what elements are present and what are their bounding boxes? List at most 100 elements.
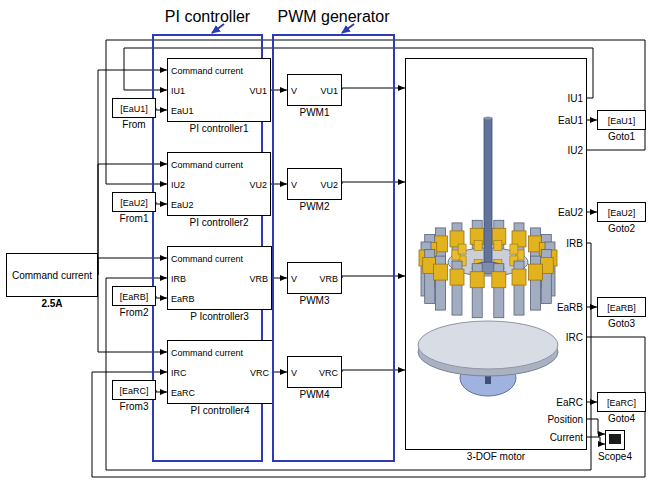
stator-coil: [512, 269, 526, 285]
port-label: VU1: [249, 85, 267, 97]
port-label: IU1: [567, 93, 583, 105]
port-label: Command current: [171, 65, 243, 77]
stator-coil: [470, 272, 484, 288]
stator-coil: [434, 264, 448, 280]
signal-wire: [98, 164, 167, 275]
block-label: PWM1: [300, 107, 330, 119]
port-label: Command current: [7, 270, 97, 282]
pi-controller-block: Command currentIRBEaRBVRBP Icontroller3: [167, 246, 272, 310]
port-label: IRB: [566, 238, 583, 250]
port-label: Position: [547, 414, 583, 426]
pi-controller-block: Command currentIRCEaRCVRCPI controller4: [167, 340, 273, 404]
pointer-arrow: [342, 24, 354, 33]
port-label: [EaRC]: [113, 385, 155, 397]
port-label: VRB: [319, 273, 338, 285]
tag-block: [EaRB]From2: [112, 286, 156, 306]
block-label: From3: [120, 401, 149, 413]
signal-wire: [587, 419, 605, 434]
port-label: [EaRB]: [113, 291, 155, 303]
port-label: IRC: [171, 367, 187, 379]
base-plate: [418, 321, 558, 369]
block-label: From2: [120, 307, 149, 319]
port-label: EaRB: [171, 293, 195, 305]
port-label: EaRC: [171, 387, 195, 399]
port-label: VRC: [319, 367, 338, 379]
constant-block: Command current2.5A: [6, 253, 98, 297]
block-label: Goto3: [608, 318, 635, 330]
stator-coil: [529, 264, 543, 280]
port-label: Current: [550, 432, 583, 444]
port-label: EaRB: [557, 302, 583, 314]
tag-block: [EaRC]Goto4: [597, 392, 646, 412]
port-label: [EaU2]: [598, 207, 645, 219]
port-label: [EaU1]: [598, 115, 645, 127]
signal-wire: [342, 88, 405, 90]
pi-controller-block: Command currentIU1EaU1VU1PI controller1: [167, 58, 271, 122]
tag-block: [EaU1]From: [112, 98, 156, 118]
pwm-block: VVU1PWM1: [287, 74, 342, 106]
signal-wire: [342, 182, 405, 184]
group-frame: PWM generatorVVU1PWM1VVU2PWM2VVRBPWM3VVR…: [272, 34, 395, 462]
signal-wire: [156, 296, 167, 298]
pwm-block: VVU2PWM2: [287, 168, 342, 200]
block-label: 3-DOF motor: [467, 451, 525, 463]
port-label: IRB: [171, 273, 186, 285]
block-label: PWM3: [300, 295, 330, 307]
block-label: PWM4: [300, 389, 330, 401]
block-label: PWM2: [300, 201, 330, 213]
port-label: V: [291, 367, 297, 379]
scope-screen: [609, 434, 621, 444]
signal-wire: [106, 243, 591, 470]
rotor-coil: [494, 241, 502, 251]
port-label: Command current: [171, 159, 243, 171]
signal-wire: [587, 307, 597, 308]
signal-wire: [98, 258, 167, 275]
block-label: Goto4: [608, 413, 635, 425]
scope-block: Scope4: [605, 430, 625, 450]
rotor-coil: [510, 244, 518, 254]
port-label: EaU2: [171, 199, 194, 211]
tag-block: [EaU2]From1: [112, 192, 156, 212]
port-label: V: [291, 85, 297, 97]
port-label: VU1: [320, 85, 338, 97]
port-label: EaRC: [556, 397, 583, 409]
rotor-coil: [474, 241, 482, 251]
port-label: V: [291, 273, 297, 285]
port-label: VU2: [320, 179, 338, 191]
block-label: PI controller2: [190, 217, 249, 229]
port-label: [EaRB]: [598, 302, 645, 314]
block-label: Goto1: [608, 131, 635, 143]
port-label: IRC: [566, 332, 583, 344]
signal-wire: [92, 337, 645, 477]
signal-wire: [587, 120, 597, 121]
block-label: PI controller: [165, 8, 250, 26]
signal-wire: [587, 437, 605, 444]
shaft-top: [484, 117, 492, 120]
block-label: From1: [120, 213, 149, 225]
port-label: [EaU1]: [113, 103, 155, 115]
pi-controller-block: Command currentIU2EaU2VU2PI controller2: [167, 152, 271, 216]
tag-block: [EaU1]Goto1: [597, 110, 646, 130]
rotor-coil: [458, 244, 466, 254]
pwm-block: VVRBPWM3: [287, 262, 342, 294]
tag-block: [EaRB]Goto3: [597, 297, 646, 317]
block-label: From: [122, 119, 145, 131]
port-label: V: [291, 179, 297, 191]
port-label: EaU1: [558, 115, 583, 127]
block-label: Scope4: [598, 451, 632, 463]
pointer-arrow: [212, 24, 224, 33]
port-label: VRB: [249, 273, 268, 285]
port-label: [EaRC]: [598, 397, 645, 409]
block-label: PI controller1: [190, 123, 249, 135]
port-label: IU1: [171, 85, 185, 97]
port-label: Command current: [171, 347, 243, 359]
signal-wire: [273, 372, 287, 373]
port-label: EaU1: [171, 105, 194, 117]
tag-block: [EaRC]From3: [112, 380, 156, 400]
port-label: VRC: [250, 367, 269, 379]
signal-wire: [98, 70, 167, 275]
stator-coil: [492, 272, 506, 288]
block-label: PWM generator: [277, 8, 389, 26]
signal-wire: [587, 212, 597, 213]
